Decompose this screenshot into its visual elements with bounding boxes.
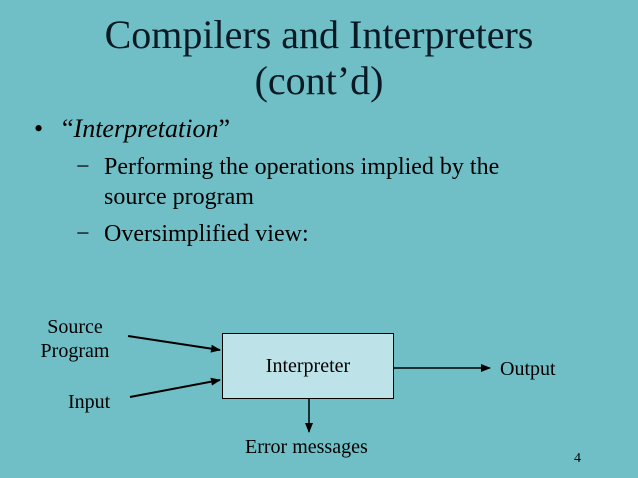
source-arrow — [127, 335, 221, 353]
bullet-mark: • — [34, 114, 44, 143]
sub-bullet-2-text: Oversimplified view: — [104, 221, 309, 247]
source-program-label: Source Program — [32, 315, 118, 363]
interpreter-label: Interpreter — [265, 354, 351, 377]
title-line-2: (cont’d) — [254, 58, 384, 103]
bullet-interpretation: • “Interpretation” — [34, 114, 230, 144]
bullet-emphasis: Interpretation — [73, 114, 219, 143]
sub-bullet-1-dash: − — [76, 154, 90, 180]
close-quote: ” — [218, 114, 230, 143]
source-label-line-1: Source — [47, 316, 103, 338]
title-line-1: Compilers and Interpreters — [104, 12, 534, 57]
sub-bullet-2: − Oversimplified view: — [76, 220, 309, 248]
sub-bullet-2-dash: − — [76, 221, 90, 247]
sub-bullet-1-continuation: source program — [104, 184, 254, 210]
input-label: Input — [68, 391, 111, 413]
input-arrow — [129, 377, 221, 398]
interpreter-box: Interpreter — [222, 333, 394, 399]
sub-bullet-1: − Performing the operations implied by t… — [76, 153, 500, 181]
sub-bullet-1-text: Performing the operations implied by the — [104, 154, 500, 180]
source-label-line-2: Program — [40, 340, 110, 362]
open-quote: “ — [62, 114, 74, 143]
error-messages-label: Error messages — [245, 436, 368, 458]
page-number: 4 — [574, 451, 581, 466]
output-label: Output — [500, 358, 556, 380]
slide-title: Compilers and Interpreters (cont’d) — [0, 12, 638, 104]
